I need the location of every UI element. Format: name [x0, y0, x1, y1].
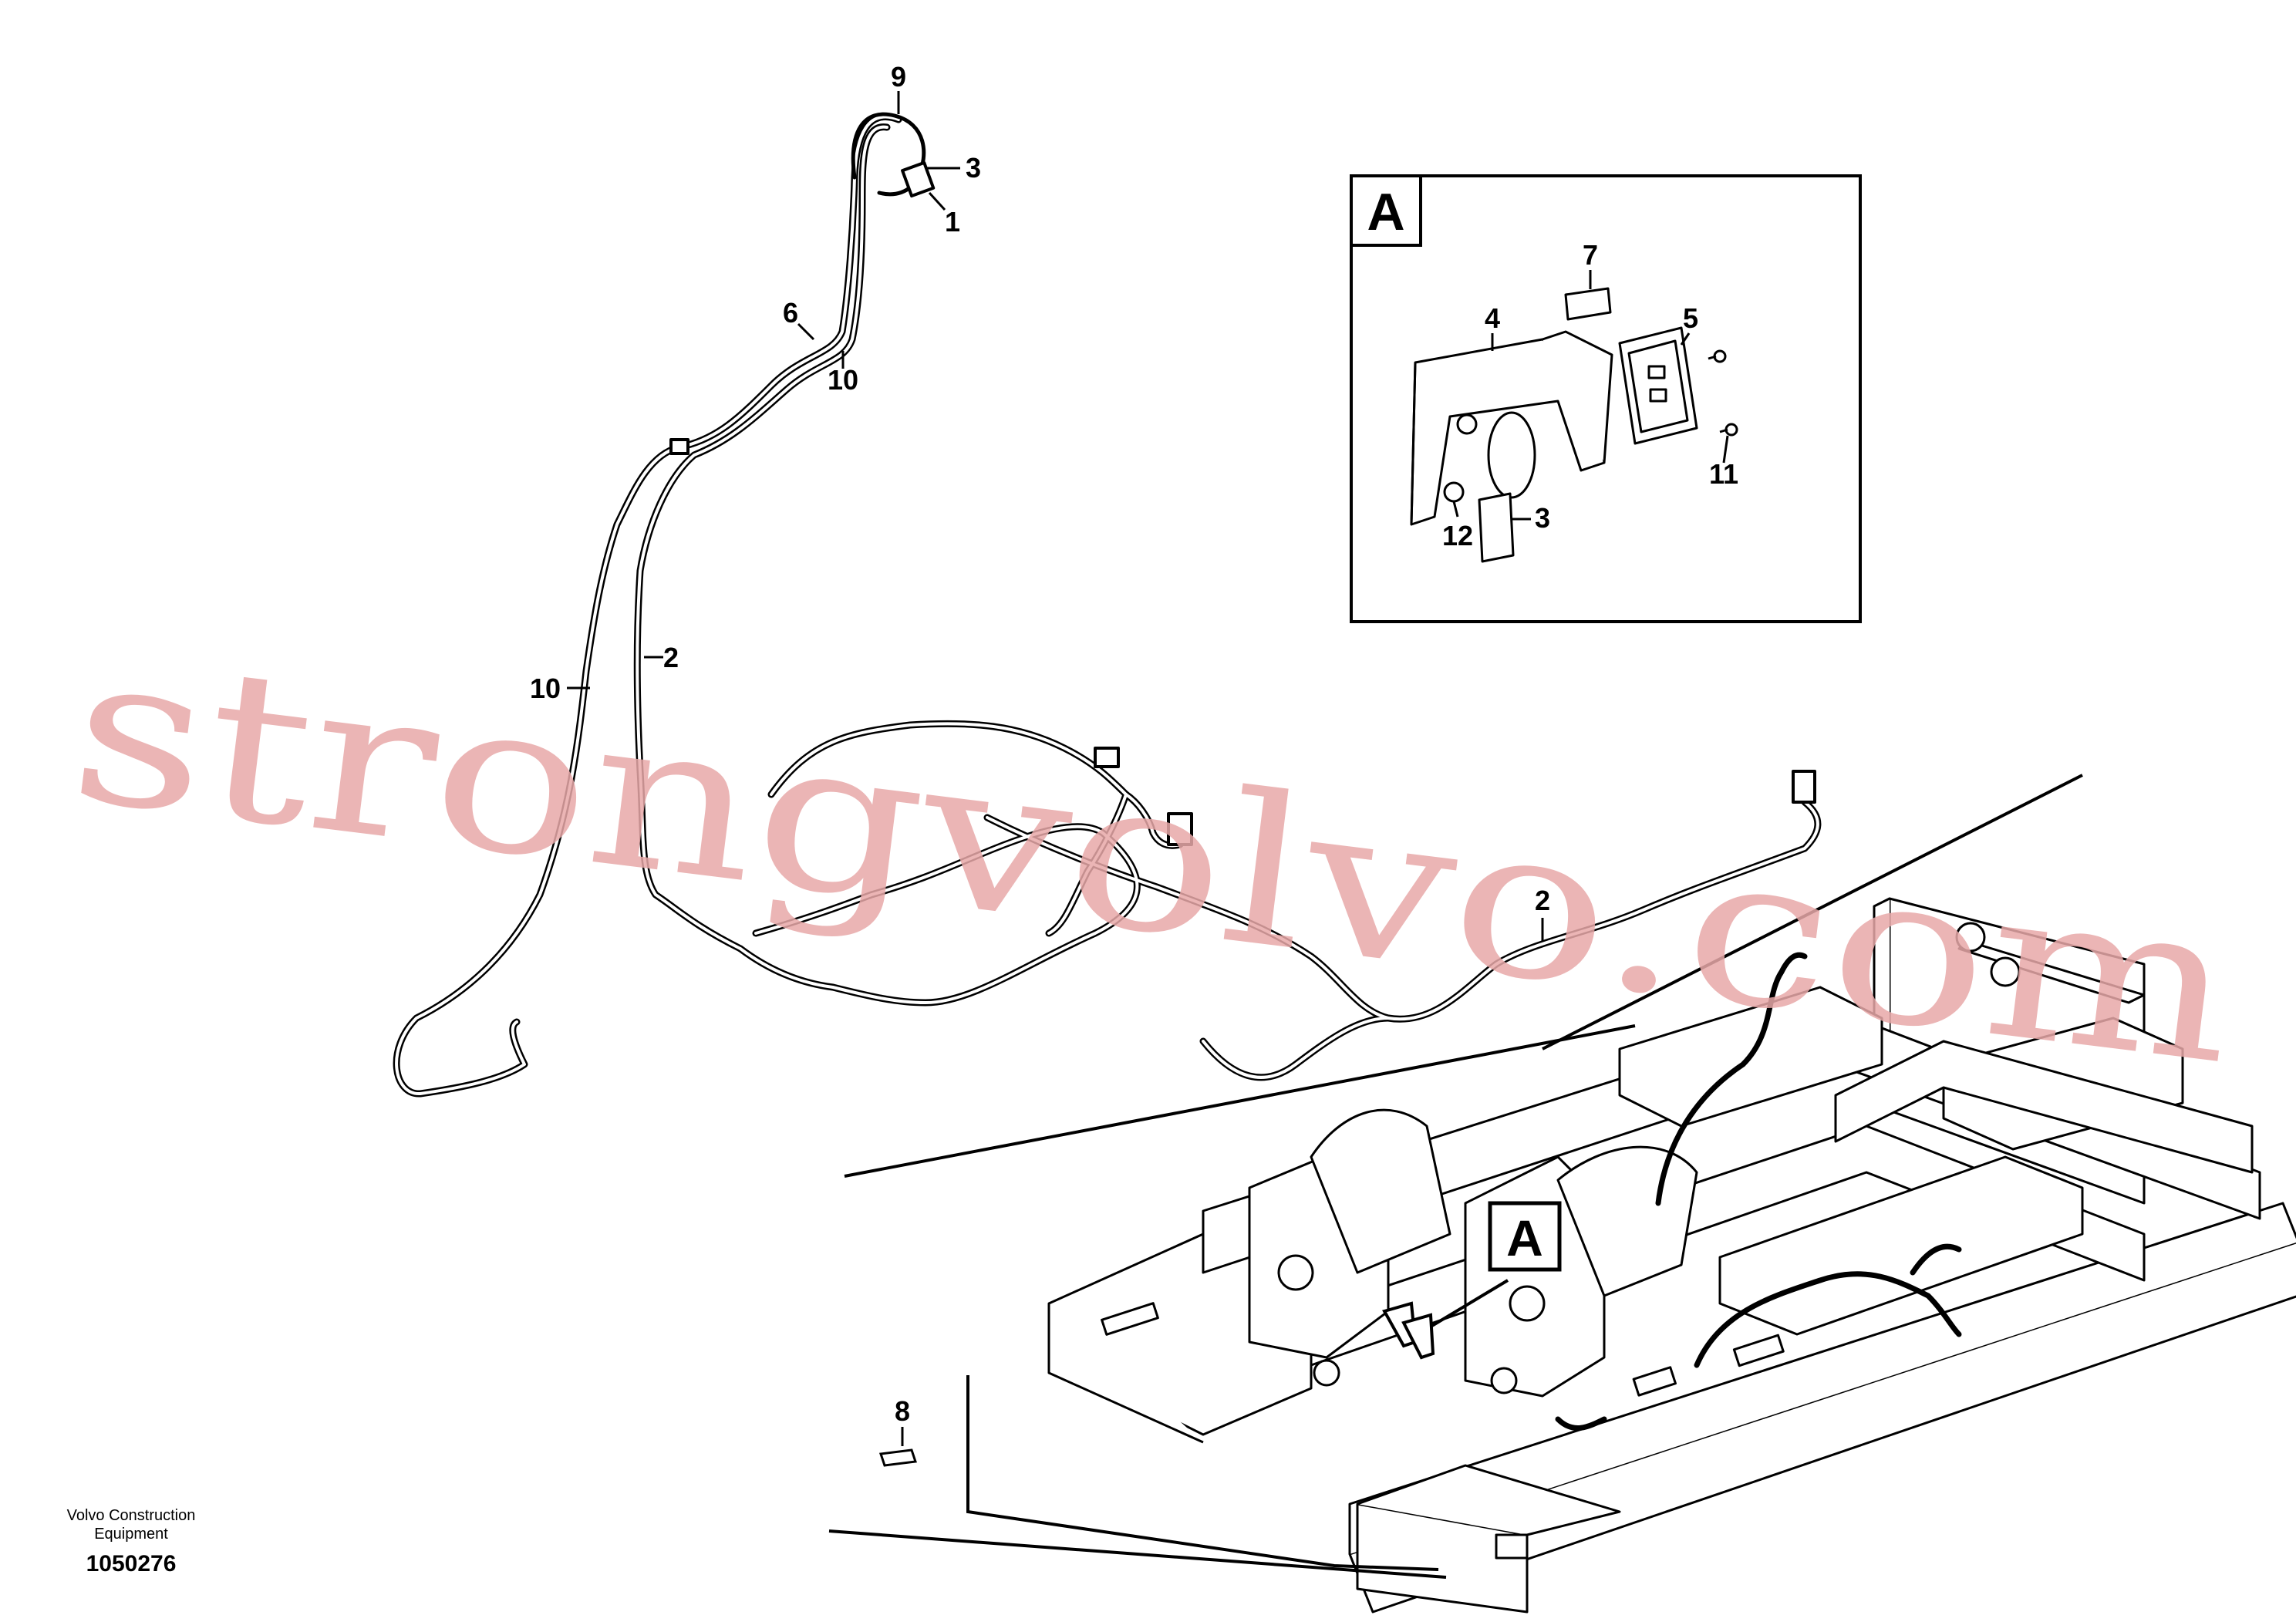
cable-harness — [393, 112, 1822, 1098]
detail-label-box — [1350, 174, 1422, 247]
callout-1: 1 — [945, 206, 960, 238]
callout-detail-7: 7 — [1583, 239, 1598, 271]
callout-3: 3 — [966, 152, 981, 184]
footer: Volvo Construction Equipment 1050276 — [46, 1506, 216, 1577]
callout-2-right: 2 — [1535, 885, 1550, 916]
detail-parts — [1410, 287, 1738, 563]
view-marker-a: A — [1488, 1201, 1562, 1272]
leader-lines — [828, 774, 2083, 1579]
frame-harness — [1555, 952, 1962, 1431]
detail-label: A — [1367, 183, 1404, 241]
document-number: 1050276 — [86, 1551, 177, 1576]
callout-detail-11: 11 — [1709, 458, 1738, 490]
callout-detail-12: 12 — [1442, 520, 1473, 551]
callout-10-lower: 10 — [530, 673, 561, 704]
callout-detail-4: 4 — [1485, 302, 1500, 334]
callout-6: 6 — [783, 297, 798, 329]
brand-label: Volvo Construction Equipment — [66, 1507, 196, 1543]
callout-8: 8 — [895, 1395, 910, 1427]
callout-detail-3: 3 — [1535, 502, 1550, 534]
detail-view-a: A — [1350, 174, 1862, 623]
watermark: strongvolvo.com — [60, 607, 2248, 1111]
callout-leaders — [567, 91, 1544, 941]
callout-2-left: 2 — [663, 642, 679, 673]
bracket-location — [1382, 1301, 1435, 1360]
callout-9: 9 — [891, 61, 906, 93]
callout-detail-5: 5 — [1683, 302, 1698, 334]
decal-item-8 — [878, 1427, 918, 1467]
callout-10-upper: 10 — [828, 364, 858, 396]
view-marker-label: A — [1506, 1209, 1543, 1266]
upper-frame — [1047, 897, 2296, 1614]
